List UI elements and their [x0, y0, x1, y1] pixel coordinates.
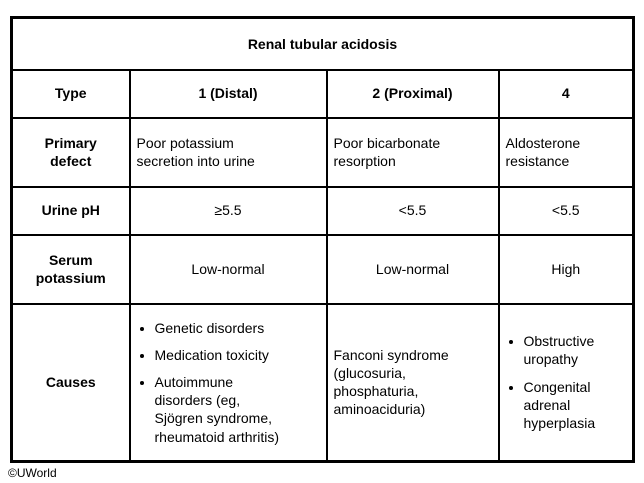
table-title: Renal tubular acidosis	[10, 16, 635, 71]
cell-primary-defect-proximal: Poor bicarbonate resorption	[325, 116, 500, 188]
cell-serum-potassium-type4: High	[497, 233, 635, 305]
rowlabel-urine-ph: Urine pH	[10, 185, 131, 236]
row-primary-defect: Primary defect Poor potassium secretion …	[10, 116, 635, 188]
causes-distal-list: Genetic disordersMedication toxicityAuto…	[137, 319, 287, 446]
rowlabel-serum-potassium: Serum potassium	[10, 233, 131, 305]
header-type-label: Type	[10, 68, 131, 119]
cell-urine-ph-proximal: <5.5	[325, 185, 500, 236]
title-row: Renal tubular acidosis	[10, 16, 635, 71]
cell-serum-potassium-proximal: Low-normal	[325, 233, 500, 305]
rowlabel-serum-potassium-text: Serum potassium	[35, 251, 106, 286]
rowlabel-primary-defect: Primary defect	[10, 116, 131, 188]
header-col-4: 4	[497, 68, 635, 119]
row-causes: Causes Genetic disordersMedication toxic…	[10, 302, 635, 463]
row-urine-ph: Urine pH ≥5.5 <5.5 <5.5	[10, 185, 635, 236]
cell-primary-defect-distal-text: Poor potassium secretion into urine	[136, 134, 255, 169]
cause-item: Genetic disorders	[155, 319, 287, 337]
cell-primary-defect-distal: Poor potassium secretion into urine	[128, 116, 328, 188]
cell-primary-defect-type4: Aldosterone resistance	[497, 116, 635, 188]
header-col-2-proximal: 2 (Proximal)	[325, 68, 500, 119]
cause-item: Obstructive uropathy	[524, 332, 627, 368]
cause-item: Autoimmune disorders (eg, Sjögren syndro…	[155, 373, 287, 446]
header-row: Type 1 (Distal) 2 (Proximal) 4	[10, 68, 635, 119]
cause-item: Medication toxicity	[155, 346, 287, 364]
cell-serum-potassium-distal: Low-normal	[128, 233, 328, 305]
rowlabel-primary-defect-text: Primary defect	[44, 134, 97, 169]
cell-urine-ph-type4: <5.5	[497, 185, 635, 236]
rowlabel-causes: Causes	[10, 302, 131, 463]
cause-item: Congenital adrenal hyperplasia	[524, 378, 627, 433]
rta-table: Renal tubular acidosis Type 1 (Distal) 2…	[10, 16, 635, 463]
copyright: ©UWorld	[8, 466, 57, 480]
causes-type4-list: Obstructive uropathyCongenital adrenal h…	[506, 332, 627, 432]
cell-causes-type4: Obstructive uropathyCongenital adrenal h…	[497, 302, 635, 463]
header-col-1-distal: 1 (Distal)	[128, 68, 328, 119]
cell-urine-ph-distal: ≥5.5	[128, 185, 328, 236]
cell-causes-distal: Genetic disordersMedication toxicityAuto…	[128, 302, 328, 463]
row-serum-potassium: Serum potassium Low-normal Low-normal Hi…	[10, 233, 635, 305]
cell-causes-proximal: Fanconi syndrome (glucosuria, phosphatur…	[325, 302, 500, 463]
